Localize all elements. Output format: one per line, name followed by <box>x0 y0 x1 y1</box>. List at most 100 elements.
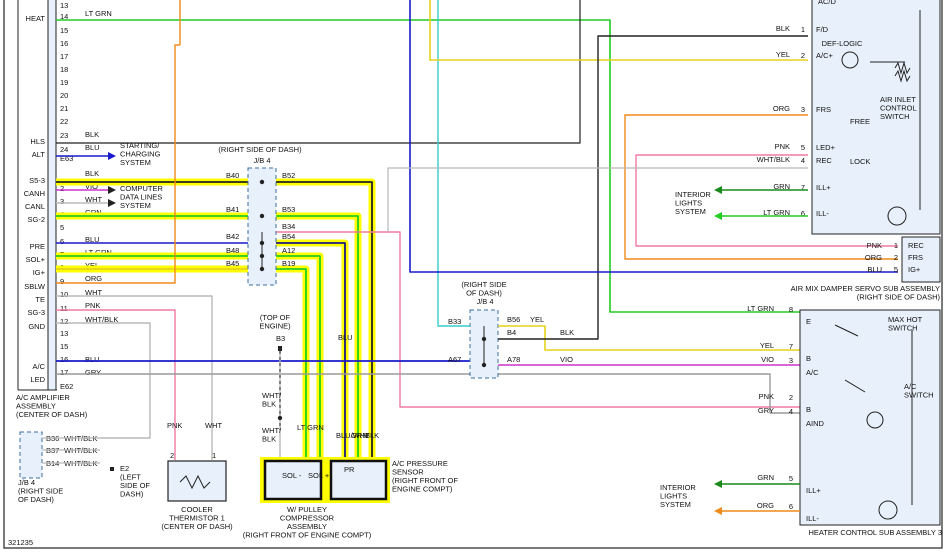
servo-terminal-ig: IG+ <box>908 265 921 274</box>
control3-terminal-aind: AIND <box>806 419 825 428</box>
wire-gnd-whtblk <box>56 322 151 439</box>
control3-pin-5: 5 <box>789 474 793 483</box>
control3-pin-7: 7 <box>789 342 793 351</box>
amp-terminal-te: TE <box>35 295 45 304</box>
connector-e62: E62 <box>60 382 73 391</box>
control3-terminal-ill: ILL- <box>806 514 819 523</box>
wire-rec-whtblk <box>387 167 808 232</box>
wire-b52-blk <box>275 181 373 460</box>
jb4-main-pin-B40: B40 <box>226 171 239 180</box>
thermistor-wire-wht: WHT <box>205 421 222 430</box>
amp-pin-17: 17 <box>60 52 68 61</box>
amp-terminal-a/c: A/C <box>32 362 45 371</box>
amp-pin-18: 18 <box>60 65 68 74</box>
control1-pin-6: 6 <box>801 209 805 218</box>
control1-terminal-led: LED+ <box>816 143 836 152</box>
control1-pin-4: 4 <box>801 156 805 165</box>
amp-terminal-pre: PRE <box>30 242 45 251</box>
wire-label-pin-16: BLU <box>85 355 100 364</box>
amp-pin-9: 9 <box>60 277 64 286</box>
wire-label-ltgrn: LT GRN <box>297 423 324 432</box>
amp-pin-12: 12 <box>60 317 68 326</box>
control3-wire-label-7: YEL <box>760 341 774 350</box>
amp-pin-22: 22 <box>60 117 68 126</box>
wire-b19 <box>275 268 307 460</box>
wire-label-blu: BLU <box>338 333 353 342</box>
amp-pin-13: 13 <box>60 329 68 338</box>
arrow-starting <box>108 152 116 160</box>
wire-b56-yel <box>498 325 800 351</box>
control1-wire-label-5: PNK <box>775 142 790 151</box>
amp-terminal-heat: HEAT <box>26 14 46 23</box>
jb4-main-title: (RIGHT SIDE OF DASH) <box>218 145 302 154</box>
wire-b4-blk <box>498 35 808 340</box>
jb4-right-pin-a78: A78 <box>507 355 520 364</box>
def-logic-label: DEF-LOGIC <box>822 39 863 48</box>
jb4-main-junction-0 <box>259 179 265 185</box>
connector-b3: B3 <box>276 334 285 343</box>
wire-label-pin-9: ORG <box>85 274 102 283</box>
wire-label-pin-11: PNK <box>85 301 100 310</box>
jb4-right-pin-b33: B33 <box>448 317 461 326</box>
amp-pin-16: 16 <box>60 355 68 364</box>
control1-pin-1: 1 <box>801 25 805 34</box>
wire-heat-ltgrn <box>56 19 800 313</box>
wire-label-pin-1: BLK <box>85 169 99 178</box>
servo-box <box>901 236 941 283</box>
control3-pin-2: 2 <box>789 393 793 402</box>
jb4-main-pin-B42: B42 <box>226 232 239 241</box>
jb4-main-name: J/B 4 <box>253 156 270 165</box>
b3-junction <box>277 415 283 421</box>
jb4-right-pin-b56: B56 <box>507 315 520 324</box>
wire-hls-blk <box>56 0 581 144</box>
wire-label-whtblk-2: WHT/BLK <box>262 426 282 444</box>
wire-label-grn: GRN <box>351 431 368 440</box>
amp-pin-14: 14 <box>60 12 68 21</box>
amp-pin-15: 15 <box>60 342 68 351</box>
control3-pin-8: 8 <box>789 305 793 314</box>
jb4-main-pin-B48: B48 <box>226 246 239 255</box>
amp-terminal-sol+: SOL+ <box>26 255 46 264</box>
wire-te-wht <box>56 295 213 460</box>
control1-wire-label-1: BLK <box>776 24 790 33</box>
amp-terminal-hls: HLS <box>30 137 45 146</box>
def-led-icon <box>841 51 859 69</box>
wire-b53-grn <box>275 215 359 460</box>
jb4-main-pin-B45: B45 <box>226 259 239 268</box>
thermistor-pin-2: 2 <box>170 451 174 460</box>
wire-servo-ig-blu <box>409 0 898 273</box>
amp-pin-5: 5 <box>60 223 64 232</box>
control3-pin-6: 6 <box>789 502 793 511</box>
servo-wire-label-5: BLU <box>867 265 882 274</box>
b3-terminal <box>278 346 282 351</box>
e2-terminal <box>110 467 114 471</box>
servo-wire-label-2: ORG <box>865 253 882 262</box>
compressor-sol-minus: SOL - <box>282 471 302 480</box>
jb4-main-junction-1 <box>259 213 265 219</box>
thermistor-box <box>167 460 227 502</box>
control3-terminal-b: B <box>806 354 811 363</box>
pressure-pr: PR <box>344 465 355 474</box>
thermistor-pin-1: 1 <box>212 451 216 460</box>
wire-b33-cyan <box>437 0 470 327</box>
arrow-ill-plus-1 <box>714 186 722 194</box>
control1-terminal-fd: F/D <box>816 25 829 34</box>
servo-pin-1: 1 <box>894 241 898 250</box>
max-hot-switch-contact <box>834 324 859 337</box>
wire-label-blk: BLK <box>365 431 379 440</box>
control3-wire-label-2: PNK <box>759 392 774 401</box>
control1-wire-label-7: GRN <box>773 182 790 191</box>
heater-control-3-box <box>799 309 941 526</box>
wire-label-pin-23: BLK <box>85 130 99 139</box>
free-label: FREE <box>850 117 870 126</box>
servo-terminal-rec: REC <box>908 241 924 250</box>
amp-pin-2: 2 <box>60 184 64 193</box>
